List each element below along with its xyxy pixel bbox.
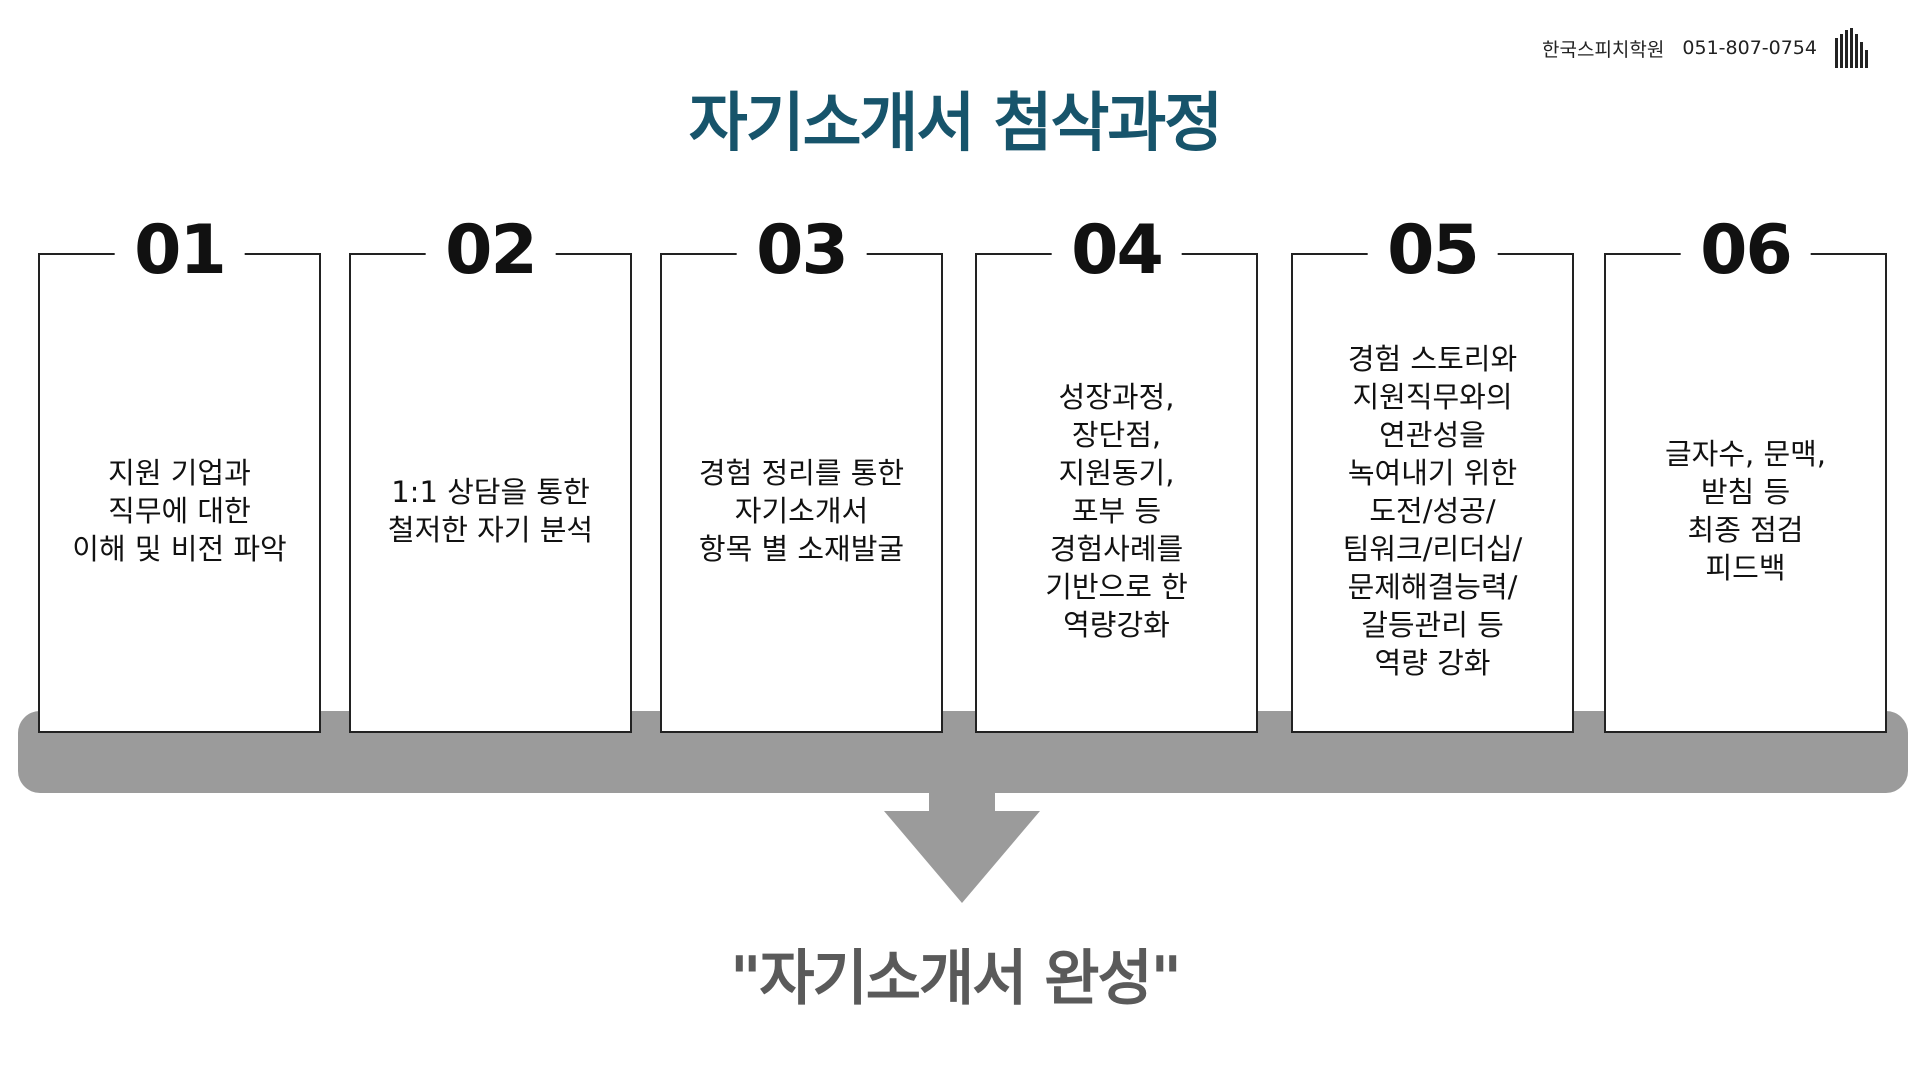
step-description: 글자수, 문맥, 받침 등 최종 점검 피드백 xyxy=(1664,437,1827,585)
step-number: 04 xyxy=(1051,212,1182,290)
academy-name: 한국스피치학원 xyxy=(1542,38,1665,61)
step-description: 경험 스토리와 지원직무와의 연관성을 녹여내기 위한 도전/성공/ 팀워크/리… xyxy=(1342,342,1523,680)
down-arrow-shape xyxy=(884,793,1040,903)
step-number: 05 xyxy=(1367,212,1498,290)
step-card-6: 06 글자수, 문맥, 받침 등 최종 점검 피드백 xyxy=(1604,212,1887,733)
step-number: 03 xyxy=(736,212,867,290)
down-arrow-icon xyxy=(884,793,1040,903)
step-description: 성장과정, 장단점, 지원동기, 포부 등 경험사례를 기반으로 한 역량강화 xyxy=(1045,380,1188,642)
step-card-3: 03 경험 정리를 통한 자기소개서 항목 별 소재발굴 xyxy=(660,212,943,733)
building-logo-icon xyxy=(1835,28,1868,68)
step-number: 01 xyxy=(114,212,245,290)
step-description: 1:1 상담을 통한 철저한 자기 분석 xyxy=(387,475,594,547)
step-description: 지원 기업과 직무에 대한 이해 및 비전 파악 xyxy=(72,456,287,566)
page-title: 자기소개서 첨삭과정 xyxy=(688,86,1223,161)
academy-phone: 051-807-0754 xyxy=(1682,37,1817,59)
step-number: 06 xyxy=(1680,212,1811,290)
step-card-2: 02 1:1 상담을 통한 철저한 자기 분석 xyxy=(349,212,632,733)
step-card-4: 04 성장과정, 장단점, 지원동기, 포부 등 경험사례를 기반으로 한 역량… xyxy=(975,212,1258,733)
step-card-1: 01 지원 기업과 직무에 대한 이해 및 비전 파악 xyxy=(38,212,321,733)
step-description: 경험 정리를 통한 자기소개서 항목 별 소재발굴 xyxy=(698,456,905,566)
process-band xyxy=(18,711,1908,793)
result-text: "자기소개서 완성" xyxy=(730,944,1182,1014)
brand-header: 한국스피치학원 051-807-0754 xyxy=(1542,28,1868,68)
step-card-5: 05 경험 스토리와 지원직무와의 연관성을 녹여내기 위한 도전/성공/ 팀워… xyxy=(1291,212,1574,733)
step-number: 02 xyxy=(425,212,556,290)
